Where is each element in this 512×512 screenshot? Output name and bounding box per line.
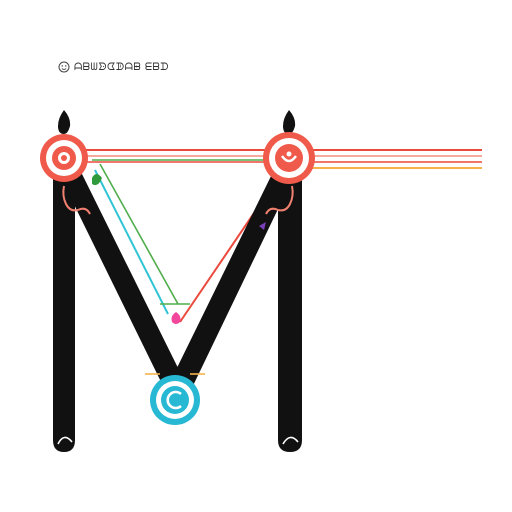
caption: ᗩᗷᗯᗦᗧᗫᗩᗸ ᗴᗷᗪ <box>58 59 169 75</box>
right-node <box>263 132 315 184</box>
green-leaf-accent <box>92 174 102 186</box>
purple-accent <box>259 222 266 230</box>
stem-feet <box>57 436 299 445</box>
left-knob <box>58 110 71 134</box>
face-icon <box>58 61 70 73</box>
left-node <box>40 134 88 182</box>
pink-heart-accent <box>171 312 181 324</box>
pink-hooks <box>62 185 294 215</box>
right-knob <box>283 110 296 134</box>
left-stem <box>53 170 75 452</box>
right-diagonal <box>172 170 292 392</box>
right-stem <box>278 170 302 452</box>
bottom-node <box>150 375 200 425</box>
caption-text: ᗩᗷᗯᗦᗧᗫᗩᗸ ᗴᗷᗪ <box>74 61 170 73</box>
left-diagonal <box>62 170 182 392</box>
